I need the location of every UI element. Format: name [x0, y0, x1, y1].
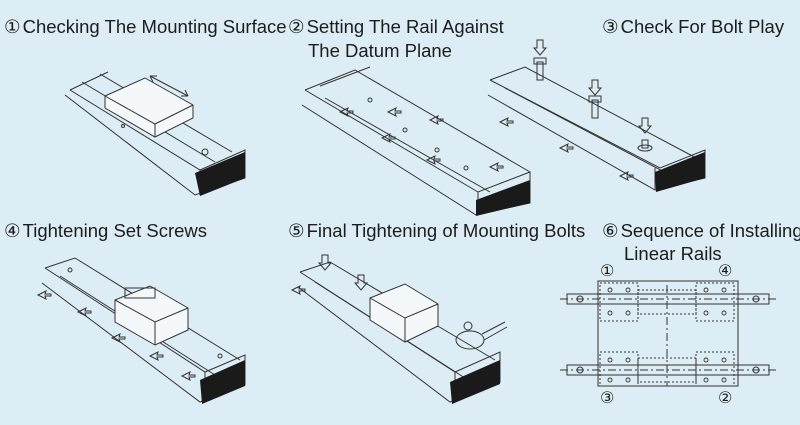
rail-end-face	[476, 180, 530, 216]
step-number: ②	[288, 16, 305, 37]
rail-end-face	[655, 152, 705, 192]
step-title: Tightening Set Screws	[22, 220, 207, 241]
sequence-label-top-left: ①	[600, 263, 615, 280]
sequence-label-bottom-right: ②	[718, 390, 733, 407]
step-title-line-1: Sequence of Installing	[620, 220, 800, 241]
rail-end-face	[450, 360, 500, 404]
step-number: ①	[4, 16, 21, 37]
step-number: ③	[602, 16, 619, 37]
step-title: Checking The Mounting Surface	[22, 16, 287, 37]
sequence-label-top-right: ④	[718, 263, 733, 280]
panel-6-title-line-2: Linear Rails	[624, 243, 722, 264]
sequence-label-bottom-left: ③	[600, 390, 615, 407]
step-number: ⑤	[288, 220, 305, 241]
step-number: ④	[4, 220, 21, 241]
rail-end-face	[200, 360, 245, 404]
step-title: Final Tightening of Mounting Bolts	[306, 220, 586, 241]
rail-end-face	[195, 152, 245, 196]
step-number: ⑥	[602, 220, 619, 241]
panel-2-title-line-2: The Datum Plane	[308, 40, 452, 61]
step-title: Check For Bolt Play	[620, 16, 785, 37]
step-title-line-1: Setting The Rail Against	[306, 16, 504, 37]
